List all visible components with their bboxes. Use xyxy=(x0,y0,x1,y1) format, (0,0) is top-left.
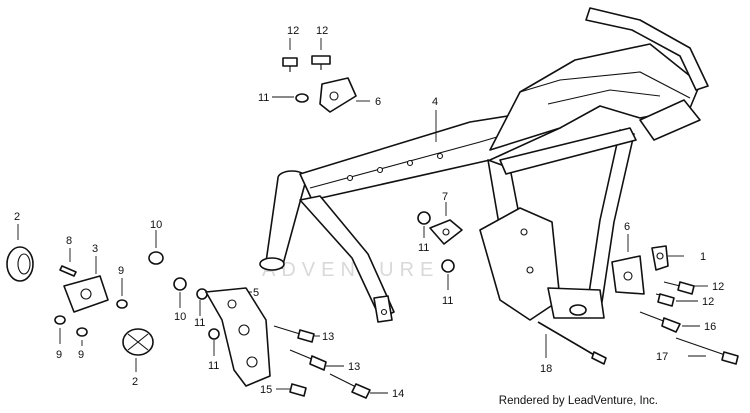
callout-9: 9 xyxy=(118,265,124,277)
nut-10-upper[interactable] xyxy=(148,230,164,265)
nut-9-left-bottom[interactable] xyxy=(54,315,66,344)
bolt-13-upper[interactable] xyxy=(273,325,320,343)
clip-1[interactable] xyxy=(651,245,684,271)
callout-11: 11 xyxy=(208,360,219,372)
bolt-14[interactable] xyxy=(329,373,388,399)
callout-9: 9 xyxy=(56,349,62,361)
callout-6: 6 xyxy=(624,221,630,233)
callout-18: 18 xyxy=(540,363,552,375)
credit-text: Rendered by LeadVenture, Inc. xyxy=(498,395,658,407)
bolt-16[interactable] xyxy=(639,311,700,333)
callout-7: 7 xyxy=(442,191,448,203)
callout-12: 12 xyxy=(712,281,724,293)
bracket-7[interactable] xyxy=(429,202,463,245)
callout-3: 3 xyxy=(92,243,98,255)
callout-11: 11 xyxy=(194,317,205,329)
callout-11: 11 xyxy=(442,295,453,307)
bracket-3[interactable] xyxy=(63,256,109,313)
callout-12: 12 xyxy=(702,296,714,308)
callout-1: 1 xyxy=(700,251,706,263)
plate-6-right[interactable] xyxy=(611,234,645,295)
callout-16: 16 xyxy=(704,321,716,333)
callout-10: 10 xyxy=(174,311,186,323)
callout-9: 9 xyxy=(78,349,84,361)
plate-6-top[interactable] xyxy=(319,77,370,113)
callout-5: 5 xyxy=(253,287,259,299)
bolt-13-lower[interactable] xyxy=(289,349,344,371)
callout-2: 2 xyxy=(14,211,20,223)
callout-12: 12 xyxy=(287,25,299,37)
nut-10-lower[interactable] xyxy=(173,277,187,308)
callout-12: 12 xyxy=(316,25,328,37)
frame-main[interactable] xyxy=(259,7,709,323)
callout-6: 6 xyxy=(375,96,381,108)
cap-2-bottom[interactable] xyxy=(122,328,154,372)
callout-14: 14 xyxy=(392,388,404,400)
nut-11-lower-a[interactable] xyxy=(196,288,208,316)
callout-13: 13 xyxy=(322,331,334,343)
bolt-12-top-right[interactable] xyxy=(311,38,331,70)
bolt-15[interactable] xyxy=(276,383,307,397)
callout-11: 11 xyxy=(258,92,269,104)
callout-10: 10 xyxy=(150,219,162,231)
nut-9-right[interactable] xyxy=(116,278,128,309)
watermark-text: ADVENTURE xyxy=(262,259,439,281)
nut-11-lower-b[interactable] xyxy=(208,328,220,356)
bracket-5[interactable] xyxy=(205,287,271,387)
callout-13: 13 xyxy=(348,361,360,373)
bolt-12-top-left[interactable] xyxy=(282,38,298,72)
nut-9-mid-bottom[interactable] xyxy=(76,327,88,346)
nut-11-mid-a[interactable] xyxy=(417,211,431,238)
callout-17: 17 xyxy=(656,351,668,363)
nut-11-mid-b[interactable] xyxy=(441,259,455,290)
bolt-17[interactable] xyxy=(675,337,739,365)
callout-11: 11 xyxy=(418,242,429,254)
callout-4: 4 xyxy=(432,96,438,108)
nut-11-top[interactable] xyxy=(272,93,309,103)
bolt-12-right-a[interactable] xyxy=(663,281,708,295)
callout-2: 2 xyxy=(132,376,138,388)
bolt-18[interactable] xyxy=(537,321,607,365)
callout-15: 15 xyxy=(260,384,272,396)
pin-8[interactable] xyxy=(59,248,77,277)
bolt-12-right-b[interactable] xyxy=(655,293,698,307)
cap-2-left[interactable] xyxy=(6,224,34,282)
callout-8: 8 xyxy=(66,235,72,247)
